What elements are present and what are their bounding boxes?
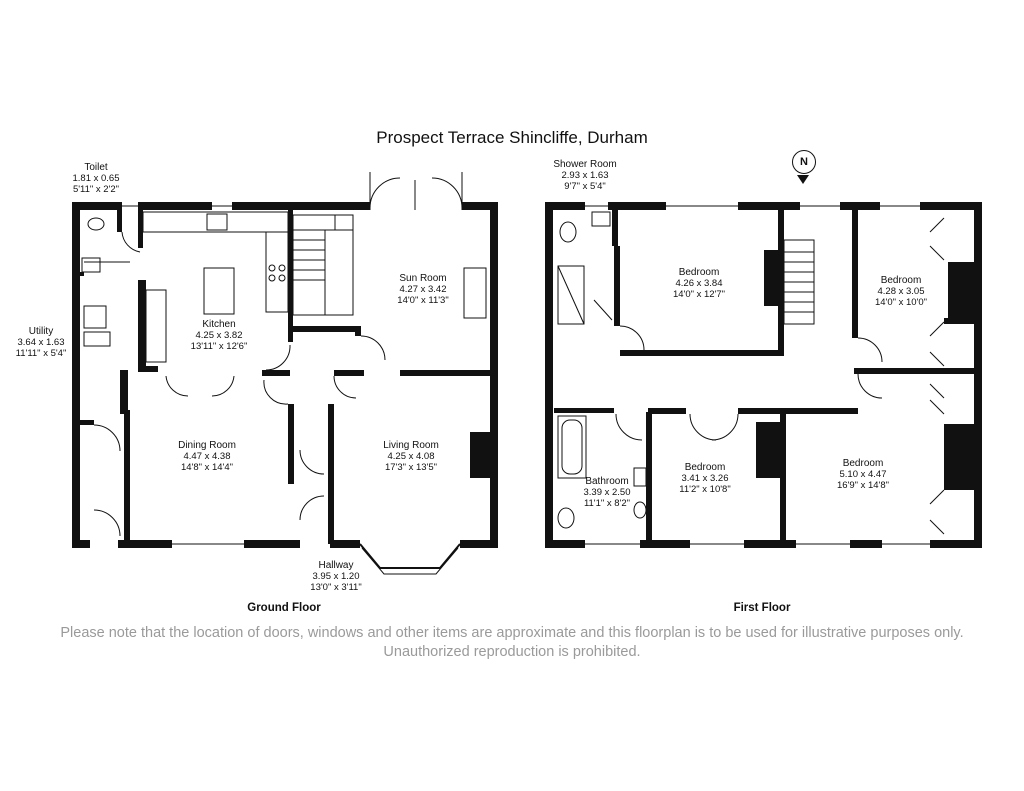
room-metric: 5.10 x 4.47	[839, 469, 887, 480]
room-label-bedroom-2: Bedroom 4.28 x 3.05 14'0" x 10'0"	[856, 275, 946, 308]
kitchen-fittings	[142, 211, 289, 363]
room-metric: 4.25 x 3.82	[195, 330, 243, 341]
bathroom-fittings	[557, 415, 647, 529]
room-name: Bedroom	[678, 267, 720, 278]
north-arrow-icon	[797, 175, 809, 184]
plan-title: Prospect Terrace Shincliffe, Durham	[376, 128, 648, 147]
room-name: Hallway	[318, 560, 354, 571]
room-metric: 4.28 x 3.05	[877, 286, 925, 297]
north-label: N	[792, 150, 816, 174]
room-label-sun-room: Sun Room 4.27 x 3.42 14'0" x 11'3"	[378, 273, 468, 306]
room-metric: 4.27 x 3.42	[399, 284, 447, 295]
room-name: Toilet	[84, 162, 108, 173]
room-label-bathroom: Bathroom 3.39 x 2.50 11'1" x 8'2"	[562, 476, 652, 509]
room-imperial: 17'3" x 13'5"	[384, 462, 438, 473]
shower-room-fittings	[557, 211, 611, 325]
room-metric: 4.47 x 4.38	[183, 451, 231, 462]
room-imperial: 14'0" x 12'7"	[672, 289, 726, 300]
first-floor-stairs	[783, 239, 815, 325]
room-metric: 2.93 x 1.63	[561, 170, 609, 181]
room-label-bedroom-1: Bedroom 4.26 x 3.84 14'0" x 12'7"	[654, 267, 744, 300]
room-imperial: 14'0" x 10'0"	[874, 297, 928, 308]
room-name: Utility	[28, 326, 54, 337]
first-floor-windows	[548, 205, 979, 545]
room-metric: 3.95 x 1.20	[312, 571, 360, 582]
room-name: Living Room	[383, 440, 439, 451]
north-compass: N	[790, 150, 818, 186]
first-floor-label: First Floor	[733, 602, 791, 614]
sun-room-stove	[463, 267, 487, 319]
ground-floor-windows	[75, 205, 495, 545]
room-metric: 4.25 x 4.08	[387, 451, 435, 462]
room-imperial: 11'11" x 5'4"	[15, 348, 67, 359]
room-imperial: 13'0" x 3'11"	[310, 582, 362, 593]
toilet-fittings	[81, 217, 111, 347]
first-floor-inner-walls	[554, 210, 980, 542]
ground-floor-inner-walls	[80, 202, 495, 545]
room-metric: 3.41 x 3.26	[681, 473, 729, 484]
room-name: Bedroom	[880, 275, 922, 286]
room-label-kitchen: Kitchen 4.25 x 3.82 13'11" x 12'6"	[174, 319, 264, 352]
first-floor-doors	[593, 217, 945, 535]
room-imperial: 5'11" x 2'2"	[72, 184, 120, 195]
room-label-bedroom-3: Bedroom 3.41 x 3.26 11'2" x 10'8"	[660, 462, 750, 495]
room-label-living-room: Living Room 4.25 x 4.08 17'3" x 13'5"	[366, 440, 456, 473]
disclaimer-text: Please note that the location of doors, …	[60, 625, 964, 660]
room-imperial: 16'9" x 14'8"	[836, 480, 890, 491]
room-name: Bedroom	[842, 458, 884, 469]
room-label-shower-room: Shower Room 2.93 x 1.63 9'7" x 5'4"	[540, 159, 630, 192]
first-floor-plan	[545, 202, 982, 548]
room-name: Bedroom	[684, 462, 726, 473]
room-imperial: 14'8" x 14'4"	[180, 462, 234, 473]
room-label-dining-room: Dining Room 4.47 x 4.38 14'8" x 14'4"	[162, 440, 252, 473]
room-imperial: 11'2" x 10'8"	[679, 484, 731, 495]
ground-floor-label: Ground Floor	[247, 602, 321, 614]
room-metric: 1.81 x 0.65	[72, 173, 120, 184]
room-label-utility: Utility 3.64 x 1.63 11'11" x 5'4"	[4, 326, 78, 359]
ground-floor-doors	[84, 231, 386, 537]
room-imperial: 9'7" x 5'4"	[564, 181, 606, 192]
room-metric: 3.39 x 2.50	[583, 487, 631, 498]
room-label-hallway: Hallway 3.95 x 1.20 13'0" x 3'11"	[296, 560, 376, 593]
room-metric: 4.26 x 3.84	[675, 278, 723, 289]
living-room-bay-window	[359, 543, 461, 575]
room-label-toilet: Toilet 1.81 x 0.65 5'11" x 2'2"	[58, 162, 134, 195]
room-imperial: 13'11" x 12'6"	[190, 341, 248, 352]
room-imperial: 14'0" x 11'3"	[397, 295, 449, 306]
room-metric: 3.64 x 1.63	[17, 337, 65, 348]
room-name: Kitchen	[202, 319, 236, 330]
room-name: Dining Room	[178, 440, 236, 451]
ground-floor-plan	[72, 172, 498, 575]
room-imperial: 11'1" x 8'2"	[583, 498, 631, 509]
room-label-bedroom-4: Bedroom 5.10 x 4.47 16'9" x 14'8"	[818, 458, 908, 491]
room-name: Bathroom	[585, 476, 629, 487]
room-name: Sun Room	[399, 273, 447, 284]
room-name: Shower Room	[553, 159, 617, 170]
ground-floor-stairs	[292, 214, 354, 316]
sun-room-doors	[369, 172, 463, 210]
